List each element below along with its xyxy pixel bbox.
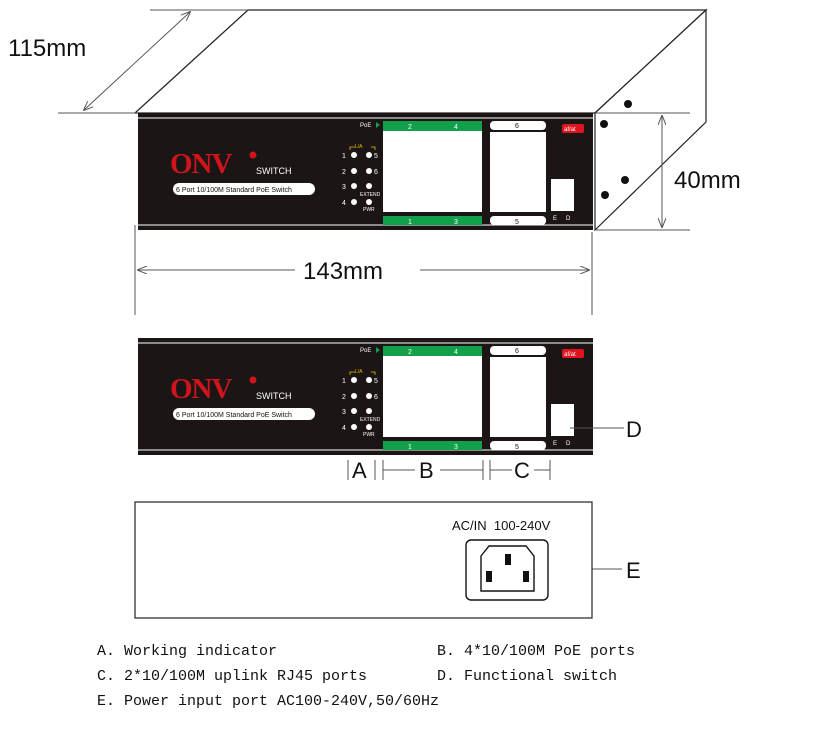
callout-e: E	[626, 558, 641, 583]
brand-logo: ONV	[170, 148, 233, 180]
legend-b: B. 4*10/100M PoE ports	[437, 643, 636, 660]
callout-a: A	[352, 458, 367, 483]
front-panel: ONV SWITCH 6 Port 10/100M Standard PoE S…	[138, 113, 593, 230]
legend-e: E. Power input port AC100-240V,50/60Hz	[97, 693, 440, 710]
poe-label: PoE	[360, 123, 371, 129]
function-switch	[551, 179, 574, 211]
switch-3d-view	[133, 8, 708, 232]
port-number: 5	[515, 219, 519, 226]
width-dimension: 143mm	[303, 258, 383, 285]
la-label: L/A	[355, 144, 363, 150]
switch-label: E	[553, 216, 557, 222]
led-number: 1	[342, 153, 346, 160]
legend-d: D. Functional switch	[437, 668, 618, 685]
legend-a: A. Working indicator	[97, 643, 278, 660]
indicator-leds: 1 2 3 4 5 6 EXTEND PWR	[342, 152, 381, 213]
product-label: SWITCH	[256, 166, 292, 176]
af-at-badge: af/at	[564, 127, 576, 133]
legend-c: C. 2*10/100M uplink RJ45 ports	[97, 668, 368, 685]
pwr-label: PWR	[363, 207, 375, 213]
extend-label: EXTEND	[360, 192, 381, 198]
led-number: 6	[374, 169, 378, 176]
port-number: 2	[408, 124, 412, 131]
front-panel-callout-view	[137, 337, 594, 456]
led-number: 4	[342, 200, 346, 207]
port-number: 3	[454, 219, 458, 226]
registered-mark	[249, 151, 257, 159]
uplink-ports: 6 5	[490, 121, 546, 226]
depth-dimension: 115mm	[8, 35, 86, 62]
led-number: 2	[342, 169, 346, 176]
switch-label: D	[566, 216, 571, 222]
power-label: AC/IN 100-240V	[452, 518, 551, 533]
port-number: 6	[515, 123, 519, 130]
port-number: 1	[408, 219, 412, 226]
callout-b: B	[419, 458, 434, 483]
height-dimension: 40mm	[674, 167, 741, 194]
led-number: 5	[374, 153, 378, 160]
poe-ports: 2 4 1 3	[383, 121, 482, 226]
description-label: 6 Port 10/100M Standard PoE Switch	[176, 187, 292, 194]
callout-c: C	[514, 458, 530, 483]
port-number: 4	[454, 124, 458, 131]
led-number: 3	[342, 184, 346, 191]
power-socket-icon	[465, 539, 549, 601]
callout-d: D	[626, 417, 642, 442]
